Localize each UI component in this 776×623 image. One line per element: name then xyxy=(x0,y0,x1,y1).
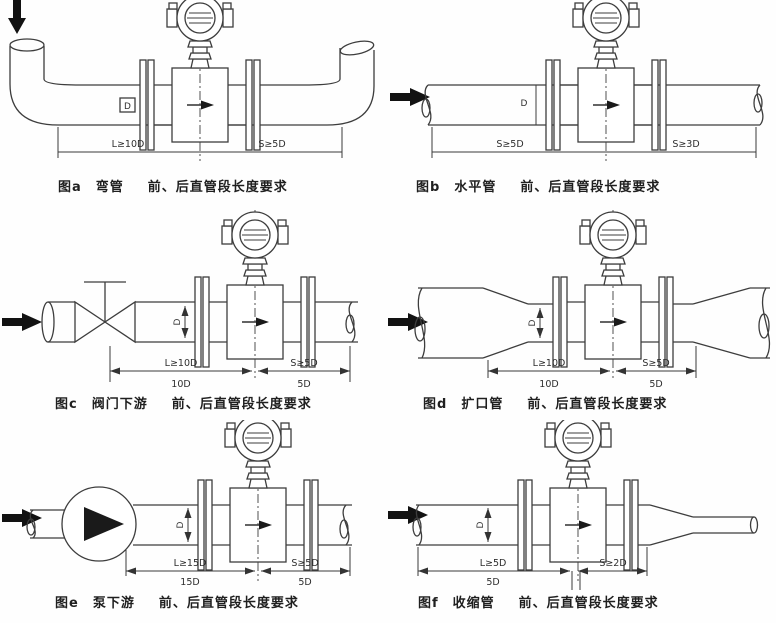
dim-left-label: L≥10D xyxy=(112,139,145,150)
pipe-diameter-label: D xyxy=(476,521,486,528)
dimension-lines xyxy=(417,547,648,590)
caption-a: 图a 弯管 前、后直管段长度要求 xyxy=(58,176,288,195)
flow-arrow-icon xyxy=(388,506,428,524)
dimension-lines xyxy=(487,346,697,378)
dim-right-label: S≥5D xyxy=(258,139,285,150)
dim-left-label: S≥5D xyxy=(496,139,523,150)
flow-arrow-icon xyxy=(2,509,42,527)
figure-type: 泵下游 xyxy=(92,596,135,611)
figure-type: 弯管 xyxy=(95,180,124,195)
diagram-c: D L≥10D S≥5D 10D 5D 图c 阀门下游 前、后直管段长度要求 xyxy=(0,210,385,415)
caption-c: 图c 阀门下游 前、后直管段长度要求 xyxy=(55,393,312,412)
figure-label: 图a xyxy=(58,180,82,195)
flowmeter-icon xyxy=(139,0,261,162)
figure-requirement: 前、后直管段长度要求 xyxy=(520,180,661,195)
figure-requirement: 前、后直管段长度要求 xyxy=(147,180,288,195)
diagram-c-drawing: D L≥10D S≥5D 10D 5D xyxy=(2,210,358,390)
figure-label: 图c xyxy=(55,397,78,412)
diagram-d-drawing: D L≥10D S≥5D 10D 5D xyxy=(388,210,771,390)
caption-b: 图b 水平管 前、后直管段长度要求 xyxy=(416,176,660,195)
dim-left-label: L≥15D xyxy=(174,558,207,569)
diagram-e-drawing: D L≥15D S≥5D 15D 5D xyxy=(2,420,352,588)
flowmeter-icon xyxy=(552,210,674,379)
dim-left-label: L≥10D xyxy=(533,358,566,369)
sub-left-label: 5D xyxy=(486,577,499,588)
dimension-lines xyxy=(57,127,343,158)
pipe-and-reducer xyxy=(412,504,759,546)
pipe-diameter-label: D xyxy=(528,319,538,326)
flowmeter-icon xyxy=(545,0,667,162)
sub-right-label: 5D xyxy=(298,577,311,588)
figure-label: 图e xyxy=(55,596,79,611)
caption-f: 图f 收缩管 前、后直管段长度要求 xyxy=(418,592,659,611)
pipe-and-reducers xyxy=(414,287,771,359)
flowmeter-icon xyxy=(517,420,639,582)
diagram-d: D L≥10D S≥5D 10D 5D 图d 扩口管 前、后直管段长度要求 xyxy=(388,210,776,415)
diagram-f: D L≥5D S≥2D 5D 图f 收缩管 前、后直管段长度要求 xyxy=(388,420,776,623)
figure-type: 水平管 xyxy=(454,180,497,195)
dim-right-label: S≥2D xyxy=(599,558,626,569)
flow-arrow-icon xyxy=(2,313,42,331)
diagram-f-drawing: D L≥5D S≥2D 5D xyxy=(388,420,759,590)
pipe-and-pump xyxy=(26,486,352,562)
figure-label: 图d xyxy=(423,397,448,412)
dimension-lines xyxy=(109,346,351,382)
figure-label: 图f xyxy=(418,596,439,611)
figure-type: 收缩管 xyxy=(452,596,495,611)
pipe-diameter-label: D xyxy=(521,99,528,109)
pipe-and-valve xyxy=(41,281,358,344)
figure-requirement: 前、后直管段长度要求 xyxy=(171,397,312,412)
flow-arrow-icon xyxy=(390,88,430,106)
sub-left-label: 15D xyxy=(180,577,199,588)
diagram-b-drawing: D S≥5D S≥3D xyxy=(390,0,764,162)
diagram-e: D L≥15D S≥5D 15D 5D 图e 泵下游 前、后直管段长度要求 xyxy=(0,420,385,623)
caption-e: 图e 泵下游 前、后直管段长度要求 xyxy=(55,592,299,611)
dim-right-label: S≥5D xyxy=(290,358,317,369)
pipe-diameter-label: D xyxy=(173,318,183,325)
figure-type: 阀门下游 xyxy=(91,397,148,412)
dim-left-label: L≥10D xyxy=(165,358,198,369)
sub-right-label: 5D xyxy=(649,379,662,390)
figure-requirement: 前、后直管段长度要求 xyxy=(527,397,668,412)
figure-type: 扩口管 xyxy=(461,397,504,412)
flowmeter-icon xyxy=(194,210,316,379)
dim-right-label: S≥5D xyxy=(291,558,318,569)
figure-label: 图b xyxy=(416,180,441,195)
pipe-diameter-label: D xyxy=(124,102,131,112)
figure-requirement: 前、后直管段长度要求 xyxy=(158,596,299,611)
diagram-a-drawing: D L≥10D S≥5D xyxy=(8,0,375,162)
caption-d: 图d 扩口管 前、后直管段长度要求 xyxy=(423,393,667,412)
dim-left-label: L≥5D xyxy=(480,558,507,569)
sub-left-label: 10D xyxy=(539,379,558,390)
dimension-lines xyxy=(125,547,351,576)
flowmeter-icon xyxy=(197,420,319,582)
diagram-a: D L≥10D S≥5D 图a 弯管 前、后直管段长度要求 xyxy=(0,0,385,205)
sub-right-label: 5D xyxy=(297,379,310,390)
sub-left-label: 10D xyxy=(171,379,190,390)
dim-right-label: S≥5D xyxy=(642,358,669,369)
flow-down-arrow-icon xyxy=(8,0,26,34)
figure-requirement: 前、后直管段长度要求 xyxy=(518,596,659,611)
pipe-diameter-label: D xyxy=(176,521,186,528)
dimension-lines xyxy=(431,127,757,158)
dim-right-label: S≥3D xyxy=(672,139,699,150)
diagram-b: D S≥5D S≥3D 图b 水平管 前、后直管段长度要求 xyxy=(388,0,776,205)
